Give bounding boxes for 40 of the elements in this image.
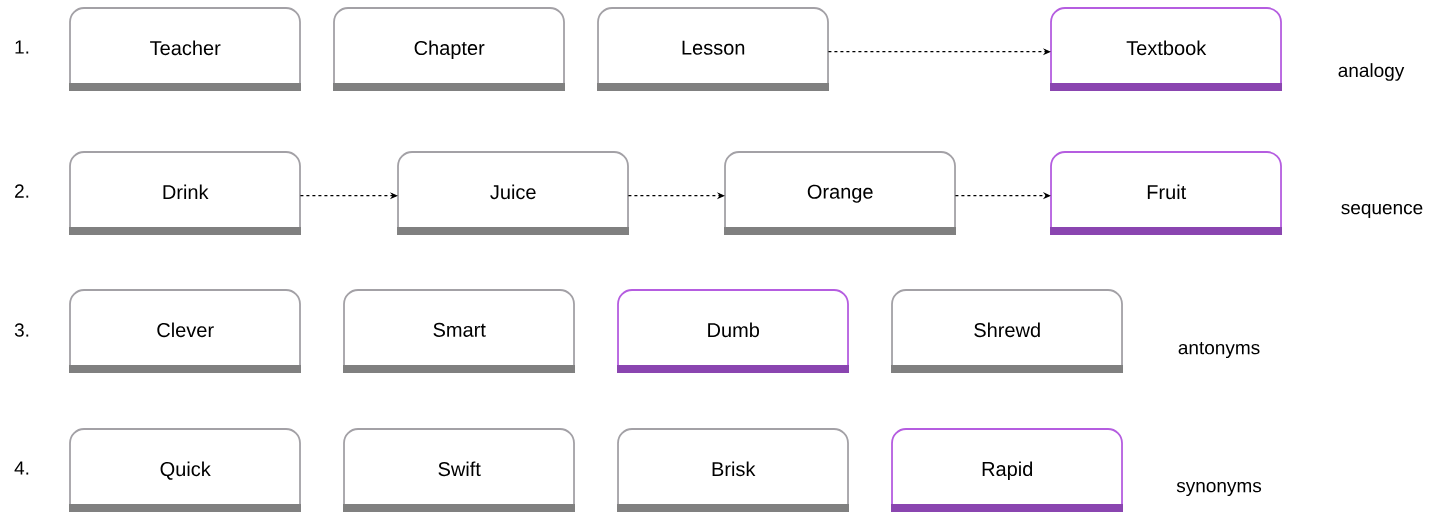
node-label: Orange xyxy=(807,184,873,203)
row-number: 4. xyxy=(14,461,29,475)
node-label: Teacher xyxy=(150,40,221,56)
node-label: Brisk xyxy=(712,461,756,477)
word-box: Rapid xyxy=(891,428,1123,512)
word-box: Textbook xyxy=(1050,7,1282,91)
word-box: Chapter xyxy=(333,7,565,91)
row-number: 2. xyxy=(15,184,29,198)
node-label: Rapid xyxy=(982,461,1033,481)
word-box: Swift xyxy=(343,428,575,512)
word-box: Teacher xyxy=(69,7,301,91)
node-label: Drink xyxy=(163,184,209,199)
row-number: 3. xyxy=(14,323,29,337)
node-label: Fruit xyxy=(1147,184,1187,200)
word-box: Drink xyxy=(69,151,301,235)
relation-label: synonyms xyxy=(1176,481,1262,497)
row-number: 1. xyxy=(15,40,29,54)
relation-label: antonyms xyxy=(1178,341,1260,359)
node-label: Shrewd xyxy=(974,322,1040,338)
word-box: Quick xyxy=(69,428,301,512)
word-box: Fruit xyxy=(1050,151,1282,235)
node-label: Dumb xyxy=(708,322,760,338)
word-box: Brisk xyxy=(617,428,849,512)
node-label: Swift xyxy=(438,461,481,477)
node-label: Juice xyxy=(490,184,536,200)
word-box: Clever xyxy=(69,289,301,373)
relation-label: analogy xyxy=(1338,63,1405,81)
word-box: Smart xyxy=(343,289,575,373)
node-label: Lesson xyxy=(682,40,745,55)
node-label: Smart xyxy=(433,322,486,337)
word-box: Juice xyxy=(397,151,629,235)
node-label: Quick xyxy=(160,461,211,480)
word-box: Lesson xyxy=(597,7,829,91)
node-label: Chapter xyxy=(414,40,485,60)
word-box: Orange xyxy=(724,151,956,235)
node-label: Clever xyxy=(157,322,214,338)
word-box: Dumb xyxy=(617,289,849,373)
node-label: Textbook xyxy=(1126,40,1207,56)
relation-label: sequence xyxy=(1341,203,1423,219)
word-box: Shrewd xyxy=(891,289,1123,373)
